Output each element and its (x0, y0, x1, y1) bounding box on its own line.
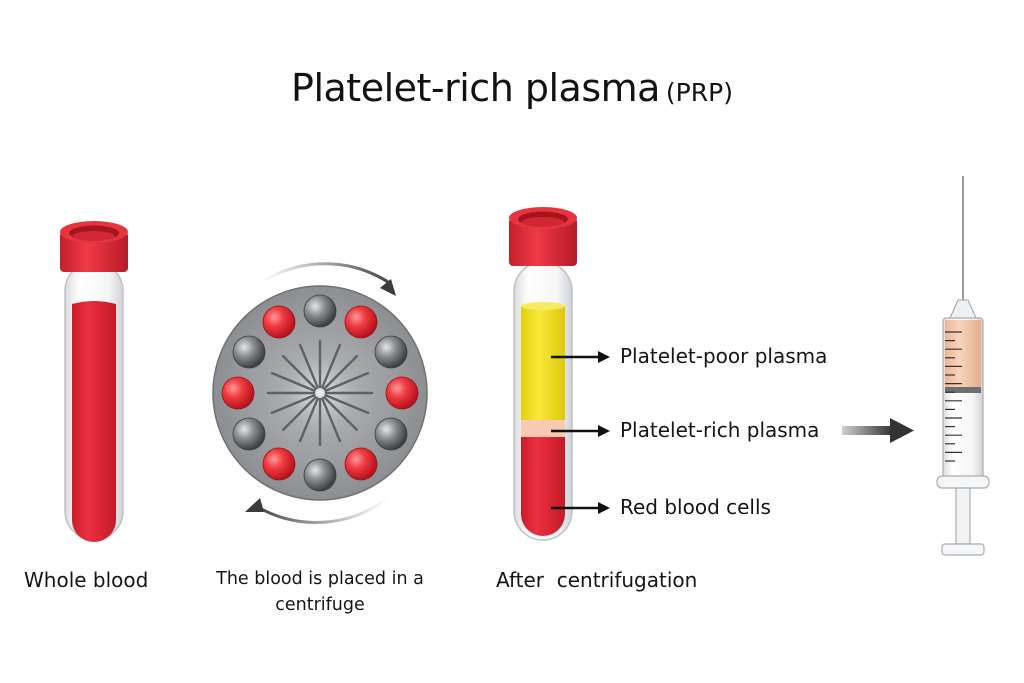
title-abbreviation: (PRP) (665, 78, 733, 107)
rotor-spoke (321, 343, 342, 389)
sample-tube-red (221, 376, 255, 410)
centrifuge-samples (221, 294, 419, 492)
sample-tube-grey (232, 335, 266, 369)
pointer-arrows (551, 351, 610, 514)
thick-arrow-icon (842, 418, 914, 443)
layer-red-cells (521, 437, 565, 536)
sample-tube-grey (232, 417, 266, 451)
rotor-spoke (298, 397, 319, 443)
rotor-spoke (298, 343, 319, 389)
sample-tube-grey (374, 335, 408, 369)
label-after-centrifugation: After centrifugation (496, 568, 698, 592)
sample-tube-red (262, 447, 296, 481)
rotor-spoke (321, 397, 342, 443)
label-platelet-rich-plasma: Platelet-rich plasma (620, 418, 820, 442)
rotor-spoke (282, 396, 317, 431)
syringe (936, 176, 990, 556)
sample-tube-red (262, 305, 296, 339)
label-red-blood-cells: Red blood cells (620, 495, 771, 519)
syringe-scale (945, 331, 962, 462)
separated-tube (509, 207, 577, 541)
rotor-spoke (323, 396, 358, 431)
rotor-spokes (266, 339, 374, 447)
label-centrifuge: The blood is placed in a centrifuge (216, 569, 424, 615)
rotation-arrow-top (261, 262, 389, 284)
layer-platelet-rich (521, 420, 565, 437)
syringe-fill (945, 320, 981, 388)
sample-tube-grey (303, 294, 337, 328)
rotor-spoke (270, 371, 316, 392)
label-platelet-poor-plasma: Platelet-poor plasma (620, 344, 828, 368)
rotor-spoke (282, 355, 317, 390)
page-title: Platelet-rich plasma(PRP) (0, 66, 1024, 110)
rotor-spoke (270, 394, 316, 415)
title-main: Platelet-rich plasma (291, 66, 660, 110)
centrifuge (212, 262, 428, 524)
curved-arrow-icon (380, 279, 396, 296)
label-whole-blood: Whole blood (24, 568, 149, 592)
sample-tube-grey (303, 458, 337, 492)
sample-tube-red (344, 305, 378, 339)
rotor-spoke (324, 394, 370, 415)
rotor-spoke (324, 371, 370, 392)
curved-arrow-icon-2 (245, 498, 264, 512)
sample-tube-red (344, 447, 378, 481)
sample-tube-grey (374, 417, 408, 451)
rotation-arrow-bottom (255, 496, 389, 524)
rotor-spoke (323, 355, 358, 390)
layer-platelet-poor (521, 306, 565, 420)
whole-blood-tube (60, 221, 128, 542)
sample-tube-red (385, 376, 419, 410)
